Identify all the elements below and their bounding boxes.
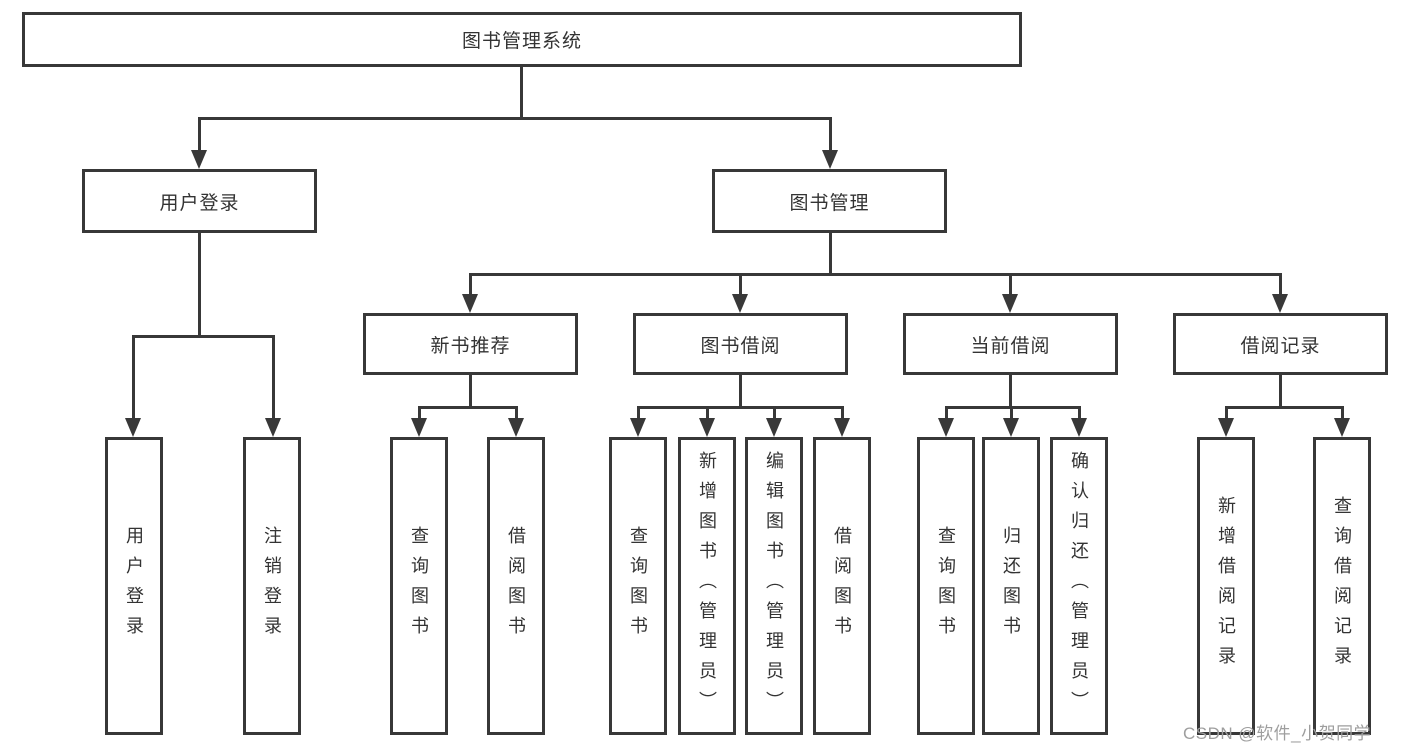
node-root: 图书管理系统 bbox=[22, 12, 1022, 67]
node-current-borrow-label: 当前借阅 bbox=[970, 335, 1051, 357]
leaf-records-query-label: 查询借阅记录 bbox=[1332, 496, 1352, 676]
node-borrow-records: 借阅记录 bbox=[1173, 313, 1388, 375]
arrowhead-icon bbox=[1002, 294, 1018, 313]
arrowhead-icon bbox=[265, 418, 281, 437]
leaf-borrow-add-admin: 新增图书（管理员） bbox=[678, 437, 736, 735]
connector-line bbox=[417, 406, 518, 409]
leaf-logout: 注销登录 bbox=[243, 437, 301, 735]
connector-line bbox=[1224, 406, 1228, 421]
arrowhead-icon bbox=[191, 150, 207, 169]
leaf-newbooks-query-label: 查询图书 bbox=[409, 526, 429, 646]
node-user-login-label: 用户登录 bbox=[159, 192, 240, 214]
leaf-current-query: 查询图书 bbox=[917, 437, 975, 735]
leaf-current-confirm-admin-label: 确认归还（管理员） bbox=[1069, 451, 1089, 721]
connector-line bbox=[468, 273, 472, 296]
connector-line bbox=[828, 117, 832, 153]
leaf-newbooks-borrow: 借阅图书 bbox=[487, 437, 545, 735]
node-book-borrow-label: 图书借阅 bbox=[700, 335, 781, 357]
connector-line bbox=[417, 406, 421, 421]
arrowhead-icon bbox=[508, 418, 524, 437]
leaf-current-return-label: 归还图书 bbox=[1001, 526, 1021, 646]
node-book-management: 图书管理 bbox=[712, 169, 947, 233]
arrowhead-icon bbox=[822, 150, 838, 169]
node-root-label: 图书管理系统 bbox=[461, 31, 582, 52]
leaf-borrow-add-admin-label: 新增图书（管理员） bbox=[697, 451, 717, 721]
leaf-user-login-label: 用户登录 bbox=[124, 526, 144, 646]
arrowhead-icon bbox=[1003, 418, 1019, 437]
node-borrow-records-label: 借阅记录 bbox=[1240, 335, 1321, 357]
connector-line bbox=[636, 406, 843, 409]
connector-line bbox=[519, 67, 523, 117]
csdn-watermark: CSDN @软件_小贺同学 bbox=[1183, 724, 1372, 743]
node-book-management-label: 图书管理 bbox=[789, 192, 870, 214]
leaf-logout-label: 注销登录 bbox=[262, 526, 282, 646]
arrowhead-icon bbox=[1071, 418, 1087, 437]
node-current-borrow: 当前借阅 bbox=[903, 313, 1118, 375]
node-book-borrow: 图书借阅 bbox=[633, 313, 848, 375]
arrowhead-icon bbox=[732, 294, 748, 313]
arrowhead-icon bbox=[699, 418, 715, 437]
connector-line bbox=[271, 335, 275, 420]
arrowhead-icon bbox=[462, 294, 478, 313]
node-user-login: 用户登录 bbox=[82, 169, 317, 233]
connector-line bbox=[636, 406, 640, 421]
arrowhead-icon bbox=[1272, 294, 1288, 313]
connector-line bbox=[468, 375, 472, 406]
arrowhead-icon bbox=[125, 418, 141, 437]
connector-line bbox=[738, 273, 742, 296]
connector-line bbox=[1278, 273, 1282, 296]
connector-line bbox=[1008, 375, 1012, 406]
leaf-borrow-book: 借阅图书 bbox=[813, 437, 871, 735]
leaf-borrow-book-label: 借阅图书 bbox=[832, 526, 852, 646]
arrowhead-icon bbox=[1334, 418, 1350, 437]
leaf-records-add: 新增借阅记录 bbox=[1197, 437, 1255, 735]
leaf-newbooks-query: 查询图书 bbox=[390, 437, 448, 735]
arrowhead-icon bbox=[834, 418, 850, 437]
connector-line bbox=[197, 233, 201, 335]
connector-line bbox=[1224, 406, 1344, 409]
connector-line bbox=[1008, 273, 1012, 296]
leaf-current-return: 归还图书 bbox=[982, 437, 1040, 735]
leaf-borrow-edit-admin-label: 编辑图书（管理员） bbox=[764, 451, 784, 721]
connector-line bbox=[772, 406, 776, 421]
connector-line bbox=[197, 117, 201, 153]
connector-line bbox=[1340, 406, 1344, 421]
connector-line bbox=[1077, 406, 1081, 421]
connector-line bbox=[840, 406, 844, 421]
leaf-newbooks-borrow-label: 借阅图书 bbox=[506, 526, 526, 646]
leaf-current-confirm-admin: 确认归还（管理员） bbox=[1050, 437, 1108, 735]
leaf-borrow-query: 查询图书 bbox=[609, 437, 667, 735]
arrowhead-icon bbox=[766, 418, 782, 437]
connector-line bbox=[468, 273, 1282, 276]
connector-line bbox=[514, 406, 518, 421]
arrowhead-icon bbox=[1218, 418, 1234, 437]
connector-line bbox=[1009, 406, 1013, 421]
node-new-book-recommend-label: 新书推荐 bbox=[430, 335, 511, 357]
leaf-borrow-query-label: 查询图书 bbox=[628, 526, 648, 646]
arrowhead-icon bbox=[938, 418, 954, 437]
connector-line bbox=[705, 406, 709, 421]
connector-line bbox=[738, 375, 742, 406]
connector-line bbox=[1278, 375, 1282, 406]
node-new-book-recommend: 新书推荐 bbox=[363, 313, 578, 375]
arrowhead-icon bbox=[630, 418, 646, 437]
leaf-records-add-label: 新增借阅记录 bbox=[1216, 496, 1236, 676]
leaf-records-query: 查询借阅记录 bbox=[1313, 437, 1371, 735]
connector-line bbox=[828, 233, 832, 273]
leaf-user-login: 用户登录 bbox=[105, 437, 163, 735]
connector-line bbox=[131, 335, 135, 420]
connector-line bbox=[197, 117, 832, 120]
connector-line bbox=[944, 406, 948, 421]
leaf-current-query-label: 查询图书 bbox=[936, 526, 956, 646]
connector-line bbox=[131, 335, 275, 338]
arrowhead-icon bbox=[411, 418, 427, 437]
leaf-borrow-edit-admin: 编辑图书（管理员） bbox=[745, 437, 803, 735]
